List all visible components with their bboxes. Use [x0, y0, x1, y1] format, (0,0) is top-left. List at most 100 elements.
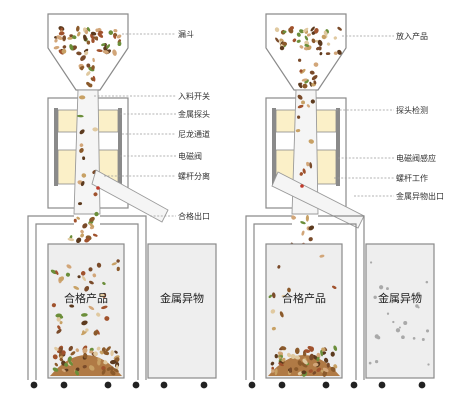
- pile-nut: [322, 367, 329, 373]
- pile-nut: [97, 357, 102, 362]
- foreign-particle: [386, 287, 389, 291]
- diverter-chute: [271, 171, 365, 229]
- label-0: 放入产品: [396, 31, 428, 41]
- wheel: [322, 381, 330, 389]
- hopper-nut: [333, 51, 338, 55]
- falling-nut: [308, 237, 313, 242]
- bin-nut: [93, 330, 99, 336]
- hopper-nut: [71, 35, 77, 40]
- bin-nut: [279, 311, 284, 318]
- label-0: 漏斗: [178, 29, 194, 39]
- bin-nut: [65, 272, 70, 277]
- bin-nut: [116, 259, 120, 263]
- bin-nut: [59, 315, 64, 319]
- pile-nut: [294, 367, 299, 372]
- bin-nut: [102, 281, 106, 285]
- pile-nut: [59, 357, 63, 362]
- hopper-nut: [275, 37, 280, 43]
- hopper-nut: [302, 83, 308, 89]
- label-2: 电磁阀感应: [396, 153, 436, 163]
- hopper-nut: [117, 41, 122, 47]
- hopper-nut: [274, 27, 280, 33]
- hopper-nut: [289, 26, 294, 31]
- pile-nut: [68, 360, 73, 366]
- coil-left: [54, 108, 58, 186]
- support-frame-inner: [35, 223, 139, 380]
- hopper-nut: [101, 43, 106, 47]
- label-4: 金属异物出口: [396, 191, 444, 201]
- hopper-nut: [316, 46, 320, 51]
- support-frame: [245, 215, 365, 380]
- bin-label-qualified: 合格产品: [282, 291, 326, 305]
- channel-nut: [78, 202, 83, 206]
- pile-nut: [110, 350, 114, 357]
- hopper-nut: [86, 63, 91, 68]
- bin-nut: [96, 262, 102, 268]
- pile-nut: [61, 350, 66, 355]
- channel-nut: [93, 192, 98, 197]
- pile-nut: [61, 368, 66, 373]
- falling-nut: [80, 229, 84, 234]
- channel-nut: [79, 143, 84, 148]
- bin-nut: [69, 304, 75, 308]
- wheel: [200, 381, 208, 389]
- pile-nut: [309, 346, 314, 352]
- foreign-particle: [401, 335, 405, 340]
- bin-nut: [55, 270, 59, 275]
- foreign-particle: [416, 291, 421, 296]
- hopper-nut: [108, 30, 114, 35]
- hopper-nut: [62, 45, 67, 49]
- hopper-nut: [87, 27, 91, 32]
- left_machine-machine: 合格产品金属异物漏斗入料开关金属探头尼龙通道电磁阀螺杆分离合格出口: [27, 13, 217, 389]
- hopper-nut: [67, 36, 74, 40]
- falling-nut: [300, 221, 306, 225]
- wheel: [278, 381, 286, 389]
- bin-nut: [56, 329, 62, 334]
- pile-nut: [88, 365, 95, 371]
- hopper-nut: [299, 45, 304, 49]
- hopper-nut: [84, 48, 89, 53]
- falling-nut: [76, 237, 82, 244]
- wheel: [60, 381, 68, 389]
- hopper-nut: [300, 68, 306, 74]
- bin-nut: [287, 287, 291, 293]
- pile-nut: [101, 369, 106, 375]
- hopper-nut: [112, 49, 117, 56]
- coil-left: [272, 108, 276, 186]
- pile-nut: [288, 367, 293, 374]
- wheel: [418, 381, 426, 389]
- bin-nut: [270, 309, 276, 314]
- hopper-nut: [91, 38, 95, 43]
- falling-nut: [67, 237, 75, 242]
- hopper-nut: [69, 44, 74, 51]
- foreign-particle: [395, 328, 401, 333]
- bin-nut: [96, 312, 101, 317]
- falling-nut: [94, 211, 99, 217]
- channel-nut: [309, 162, 313, 169]
- foreign-particle: [376, 336, 381, 340]
- wheel: [378, 381, 386, 389]
- hopper-nut: [311, 38, 316, 44]
- hopper-nut: [279, 46, 285, 51]
- bin-nut: [80, 270, 86, 276]
- foreign-particle: [386, 312, 390, 315]
- right_machine-machine: 合格产品金属异物放入产品探头检测电磁阀感应螺杆工作金属异物出口: [245, 13, 444, 389]
- hopper-nut: [297, 58, 302, 62]
- bin-nut: [82, 330, 85, 334]
- hopper-nut: [311, 75, 318, 81]
- pile-nut: [54, 346, 59, 351]
- pile-nut: [59, 355, 63, 359]
- pile-nut: [281, 357, 286, 362]
- pile-nut: [110, 370, 116, 376]
- pile-nut: [114, 350, 118, 354]
- pile-nut: [326, 362, 330, 368]
- label-2: 金属探头: [178, 109, 210, 119]
- bin-nut: [73, 286, 80, 290]
- foreign-particle: [398, 326, 401, 329]
- foreign-particle: [403, 321, 408, 326]
- hopper-nut: [309, 70, 315, 75]
- hopper-nut: [298, 82, 303, 89]
- pile-nut: [64, 362, 69, 367]
- hopper-nut: [86, 40, 91, 45]
- hopper-nut: [281, 41, 288, 46]
